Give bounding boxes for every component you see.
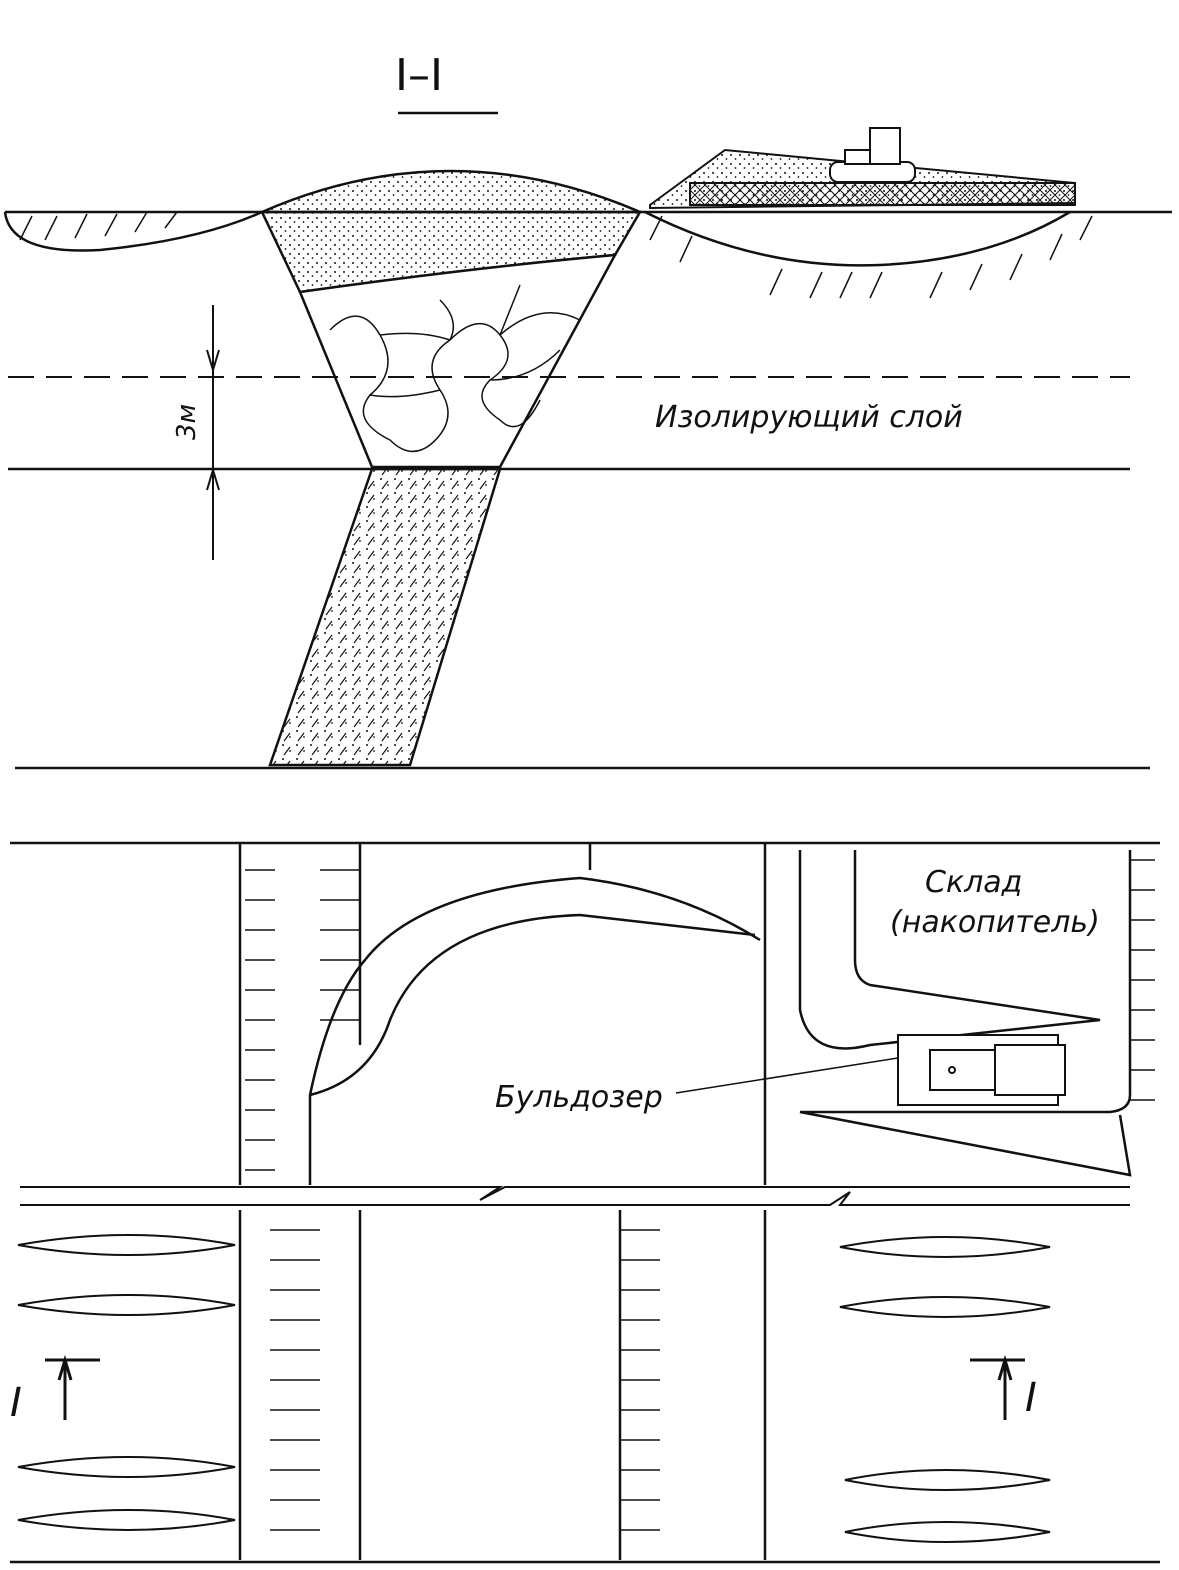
plan-walls-lower <box>238 1210 767 1560</box>
left-depression <box>3 210 263 252</box>
haul-road <box>20 1186 1130 1206</box>
section-mark-left: I <box>10 1380 22 1426</box>
ground-hatching <box>19 211 1093 299</box>
dimension-arrow <box>206 305 220 560</box>
bulldozer-leader-line <box>675 1057 899 1094</box>
bulldozer-label: Бульдозер <box>495 1080 663 1115</box>
insulating-layer-label: Изолирующий слой <box>655 400 963 435</box>
section-title: I–I <box>395 50 443 101</box>
section-mark-right: I <box>1025 1375 1037 1421</box>
storage-upper-bench <box>798 850 1101 1050</box>
funnel-rock <box>298 253 618 469</box>
bulldozer-side-icon <box>829 127 916 183</box>
arc-bench <box>308 876 761 1097</box>
plan-walls <box>238 843 767 1185</box>
bulldozer-plan-icon <box>897 1034 1066 1106</box>
spoil-mound <box>261 169 641 214</box>
section-arrow-left <box>45 1354 100 1420</box>
rock-cracks <box>329 284 581 453</box>
storage-sublabel: (накопитель) <box>890 905 1100 940</box>
bench-ticks <box>245 859 1155 1531</box>
right-depression <box>644 210 1071 267</box>
storage-label: Склад <box>925 865 1023 900</box>
storage-lower-bench <box>799 850 1132 1177</box>
stockpile-base <box>689 182 1076 206</box>
blast-cones <box>17 1234 1051 1543</box>
ore-chute <box>268 467 502 767</box>
section-arrow-right <box>970 1354 1025 1420</box>
dimension-label: 3м <box>172 403 202 440</box>
